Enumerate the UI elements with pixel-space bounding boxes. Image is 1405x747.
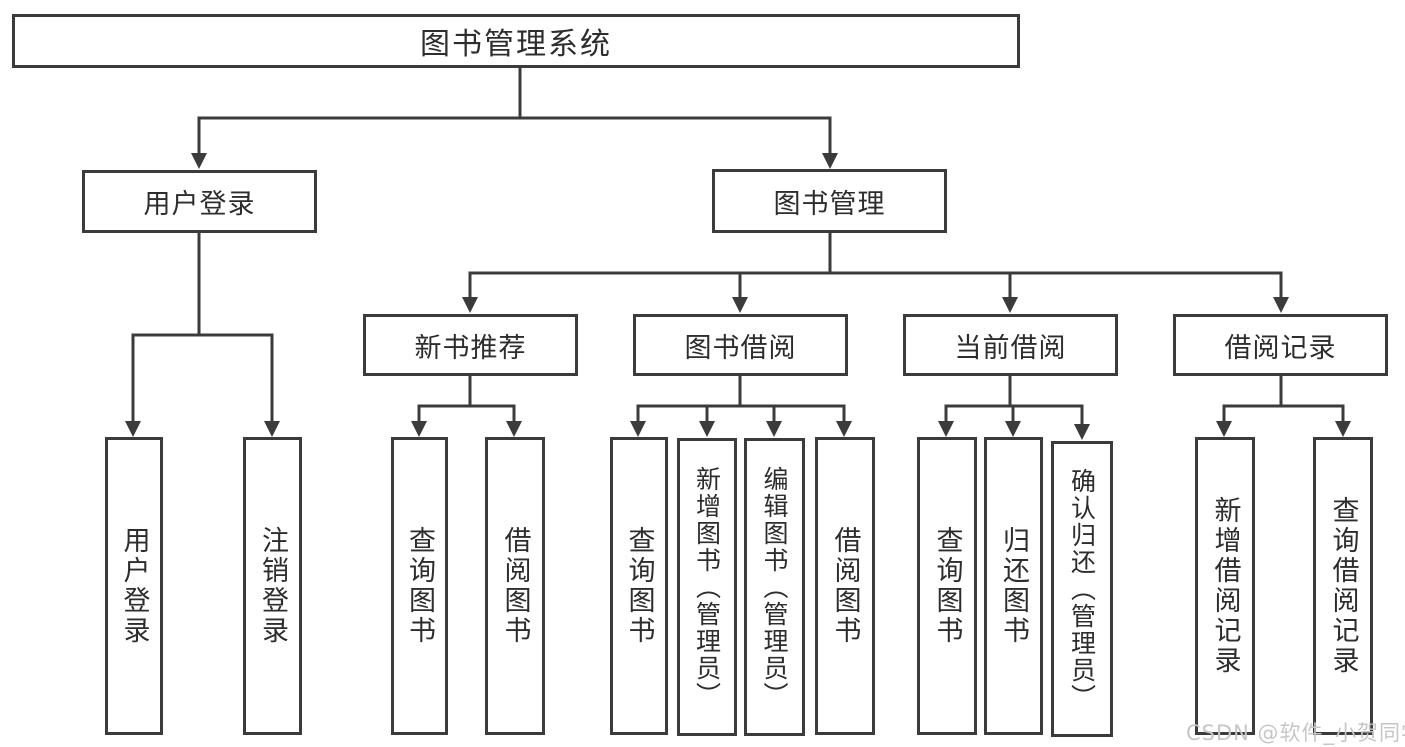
connector-book-borrow-children [636, 375, 846, 422]
node-current-borrowing: 当前借阅 [903, 314, 1118, 376]
leaf-query-books-current: 查询图书 [917, 437, 977, 735]
leaf-return-book: 归还图书 [984, 437, 1043, 735]
leaf-borrow-books-recommend: 借阅图书 [485, 437, 545, 735]
connector-root-to-level2 [197, 67, 832, 154]
node-library-management-system: 图书管理系统 [12, 14, 1020, 68]
leaf-confirm-return-admin: 确认归还（管理员） [1051, 441, 1113, 737]
arrowheads [125, 153, 1351, 440]
connector-new-book-children [417, 375, 516, 422]
node-book-management: 图书管理 [712, 169, 947, 233]
connector-user-login-children [131, 232, 274, 422]
leaf-edit-book-admin: 编辑图书（管理员） [744, 438, 805, 736]
node-book-borrowing: 图书借阅 [633, 314, 848, 376]
leaf-query-books-borrow: 查询图书 [610, 437, 668, 735]
connector-current-borrow-children [944, 375, 1084, 425]
leaf-query-books-recommend: 查询图书 [391, 437, 448, 735]
connector-borrow-record-children [1222, 375, 1345, 422]
leaf-borrow-books: 借阅图书 [815, 437, 875, 735]
leaf-add-book-admin: 新增图书（管理员） [677, 438, 737, 736]
leaf-add-borrow-record: 新增借阅记录 [1195, 437, 1255, 735]
leaf-query-borrow-record: 查询借阅记录 [1313, 437, 1373, 735]
node-user-login: 用户登录 [82, 170, 317, 233]
leaf-logout: 注销登录 [243, 437, 302, 735]
node-new-book-recommendation: 新书推荐 [363, 314, 578, 376]
leaf-user-login: 用户登录 [105, 437, 163, 735]
node-borrowing-records: 借阅记录 [1173, 314, 1388, 376]
connector-book-mgmt-children [468, 232, 1283, 298]
csdn-watermark: CSDN @软件_小贺同学 [1186, 721, 1405, 745]
